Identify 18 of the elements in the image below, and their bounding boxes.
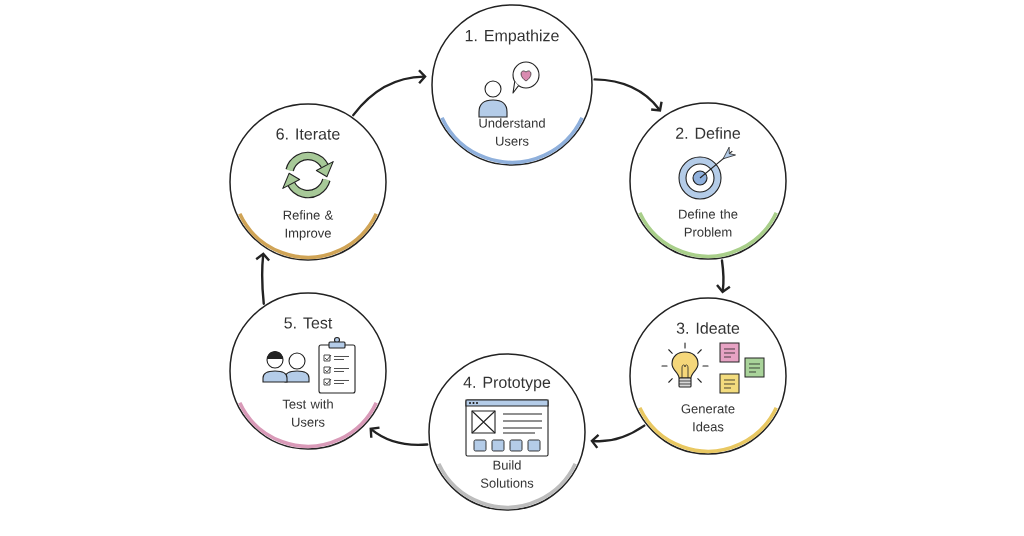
stage-caption: Test with Users: [282, 399, 333, 427]
arrow: [255, 252, 270, 305]
stage-caption: Generate Ideas: [681, 404, 735, 432]
stage-title: 1. Empathize: [465, 29, 559, 45]
stage-caption: Define the Problem: [679, 209, 738, 237]
stage-title: 5. Test: [284, 317, 333, 329]
stage-title: 4. Prototype: [463, 376, 551, 392]
arrow: [716, 259, 731, 294]
stage-caption: Build Solutions: [480, 460, 534, 488]
stage-caption: Understand Users: [479, 118, 545, 146]
stage-caption: Refine & Improve: [283, 210, 334, 241]
stage-title: 2. Define: [676, 127, 741, 139]
arrow: [369, 426, 429, 447]
stage-title: 3. Ideate: [676, 322, 740, 334]
stage-title: 6. Iterate: [276, 128, 340, 140]
arrow: [352, 69, 427, 117]
arrow: [590, 424, 646, 449]
arrow: [593, 78, 663, 112]
